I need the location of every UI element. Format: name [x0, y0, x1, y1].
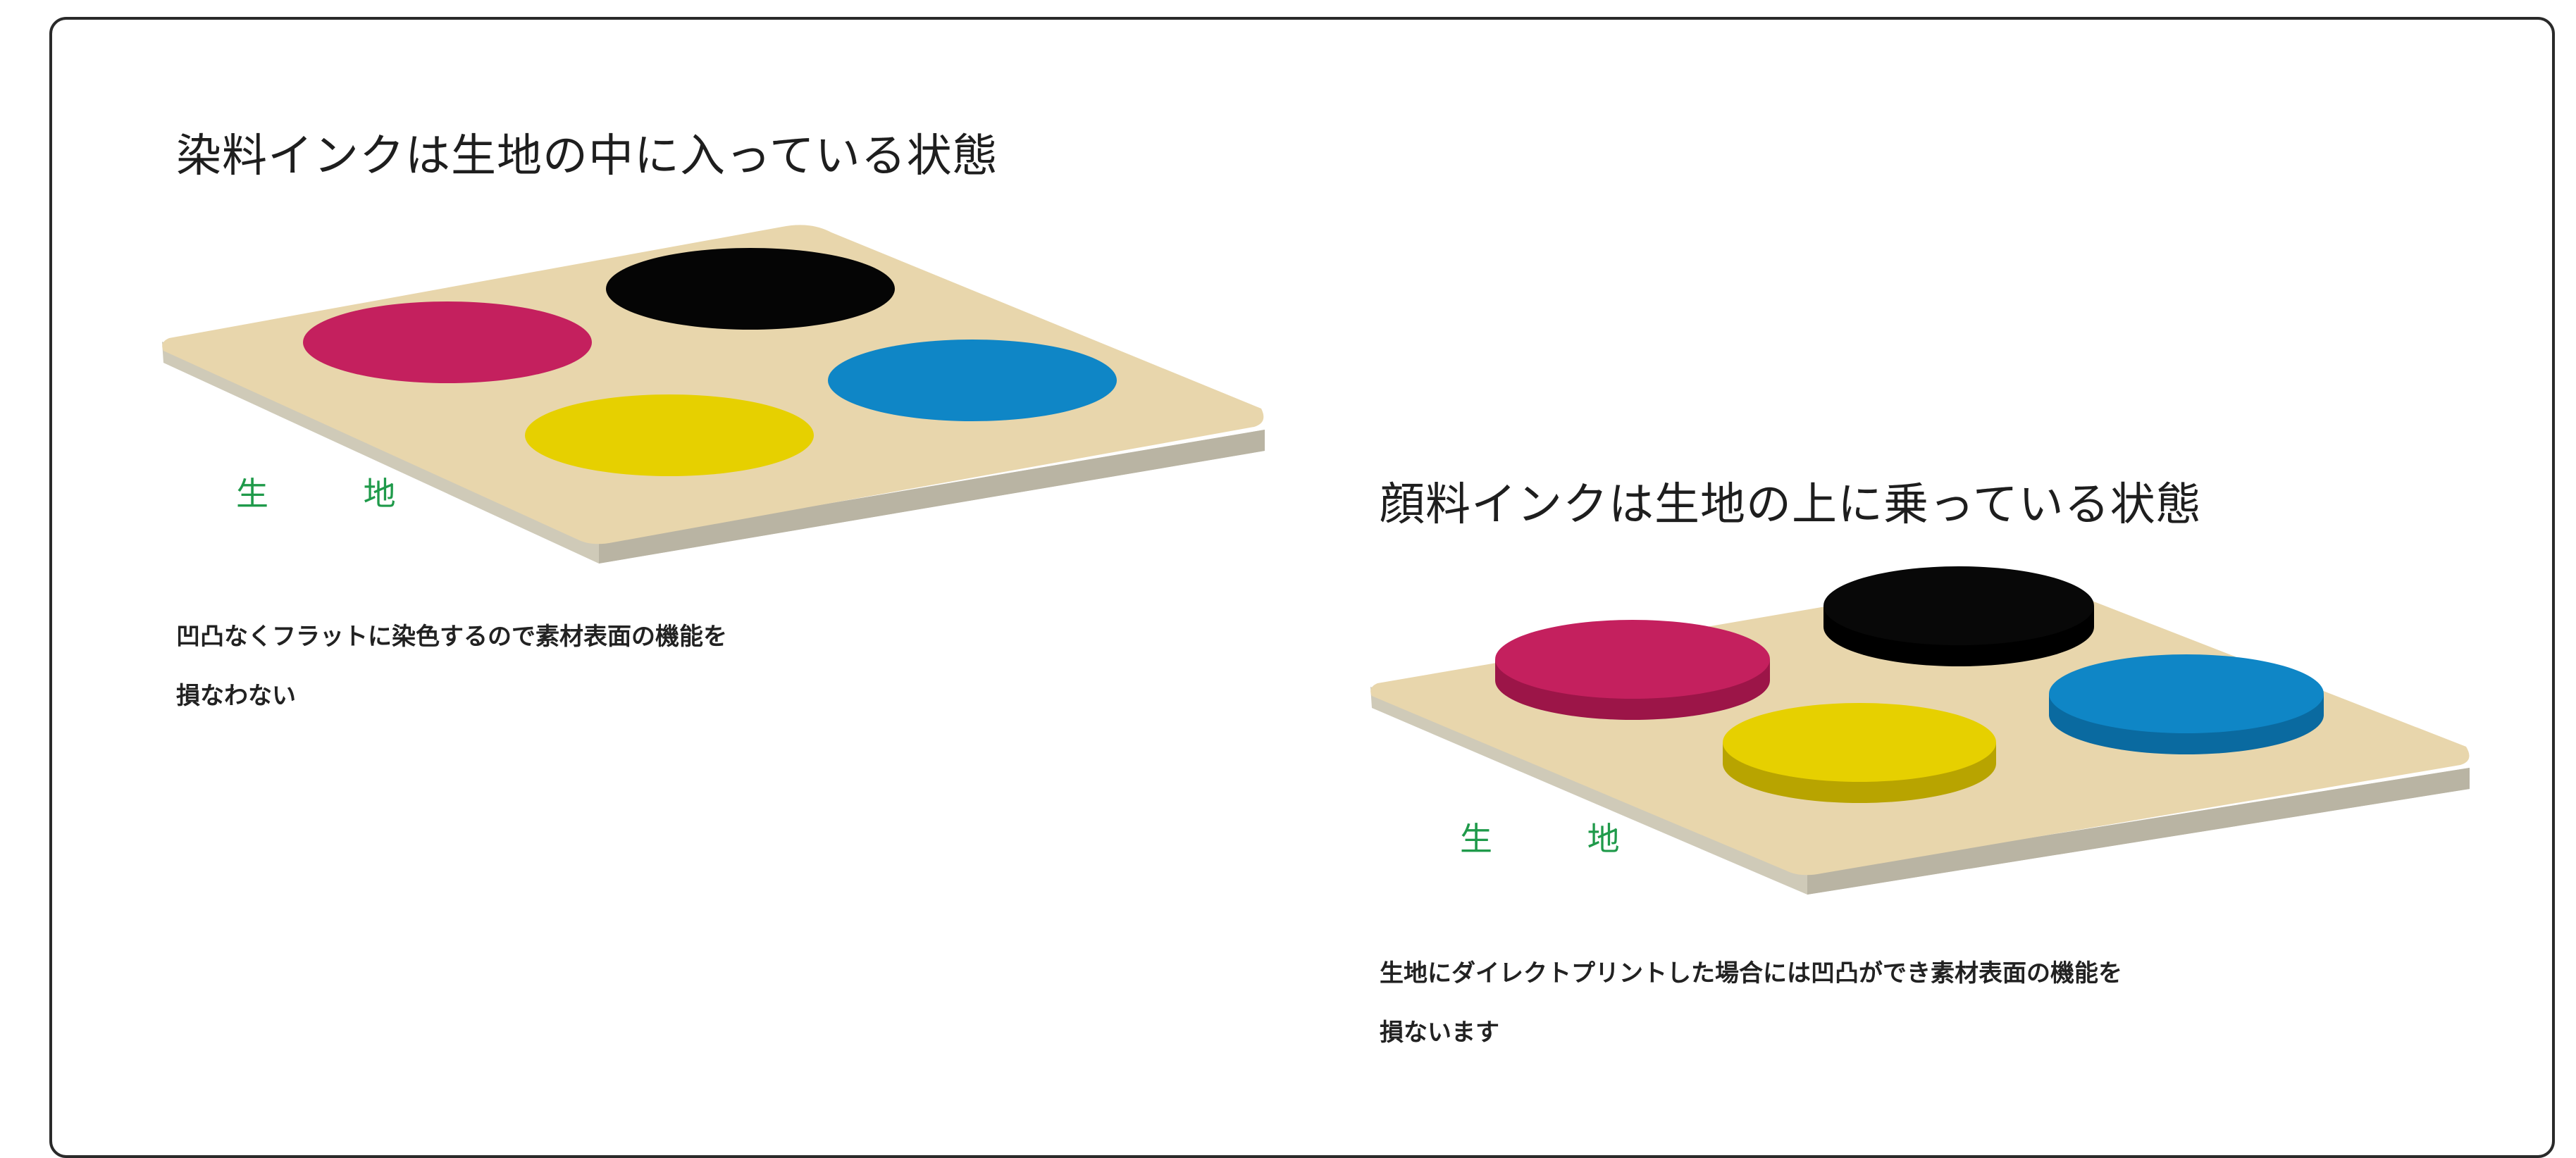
dye-fabric-edge [162, 342, 1265, 564]
pigment-cyan-ink [2049, 654, 2324, 733]
dye-yellow-ink [525, 394, 814, 476]
pigment-fabric-label: 生 地 [1460, 820, 1662, 858]
pigment-diagram [1370, 566, 2470, 895]
pigment-black-ink [1823, 566, 2094, 645]
dye-black-ink [606, 248, 895, 330]
dye-diagram [162, 225, 1265, 564]
dye-caption: 凹凸なくフラットに染色するので素材表面の機能を 損なわない [176, 607, 727, 726]
pigment-title: 顔料インクは生地の上に乗っている状態 [1380, 479, 2202, 531]
dye-title: 染料インクは生地の中に入っている状態 [176, 130, 998, 182]
pigment-magenta-ink [1495, 620, 1770, 699]
pigment-fabric-edge [1370, 687, 2470, 895]
pigment-caption-line-2: 損ないます [1380, 1019, 1499, 1047]
dye-fabric-label: 生 地 [236, 475, 438, 513]
dye-magenta-ink [303, 301, 592, 383]
dye-caption-line-2: 損なわない [176, 682, 296, 710]
pigment-fabric-edge-shadow [1807, 768, 2470, 895]
dye-caption-line-1: 凹凸なくフラットに染色するので素材表面の機能を [176, 623, 727, 651]
pigment-caption-line-1: 生地にダイレクトプリントした場合には凹凸ができ素材表面の機能を [1380, 959, 2122, 988]
pigment-yellow-ink [1723, 703, 1996, 782]
dye-fabric-edge-shadow [599, 430, 1265, 564]
pigment-caption: 生地にダイレクトプリントした場合には凹凸ができ素材表面の機能を 損ないます [1380, 944, 2122, 1062]
dye-cyan-ink [828, 340, 1117, 421]
figure-frame [49, 17, 2555, 1158]
